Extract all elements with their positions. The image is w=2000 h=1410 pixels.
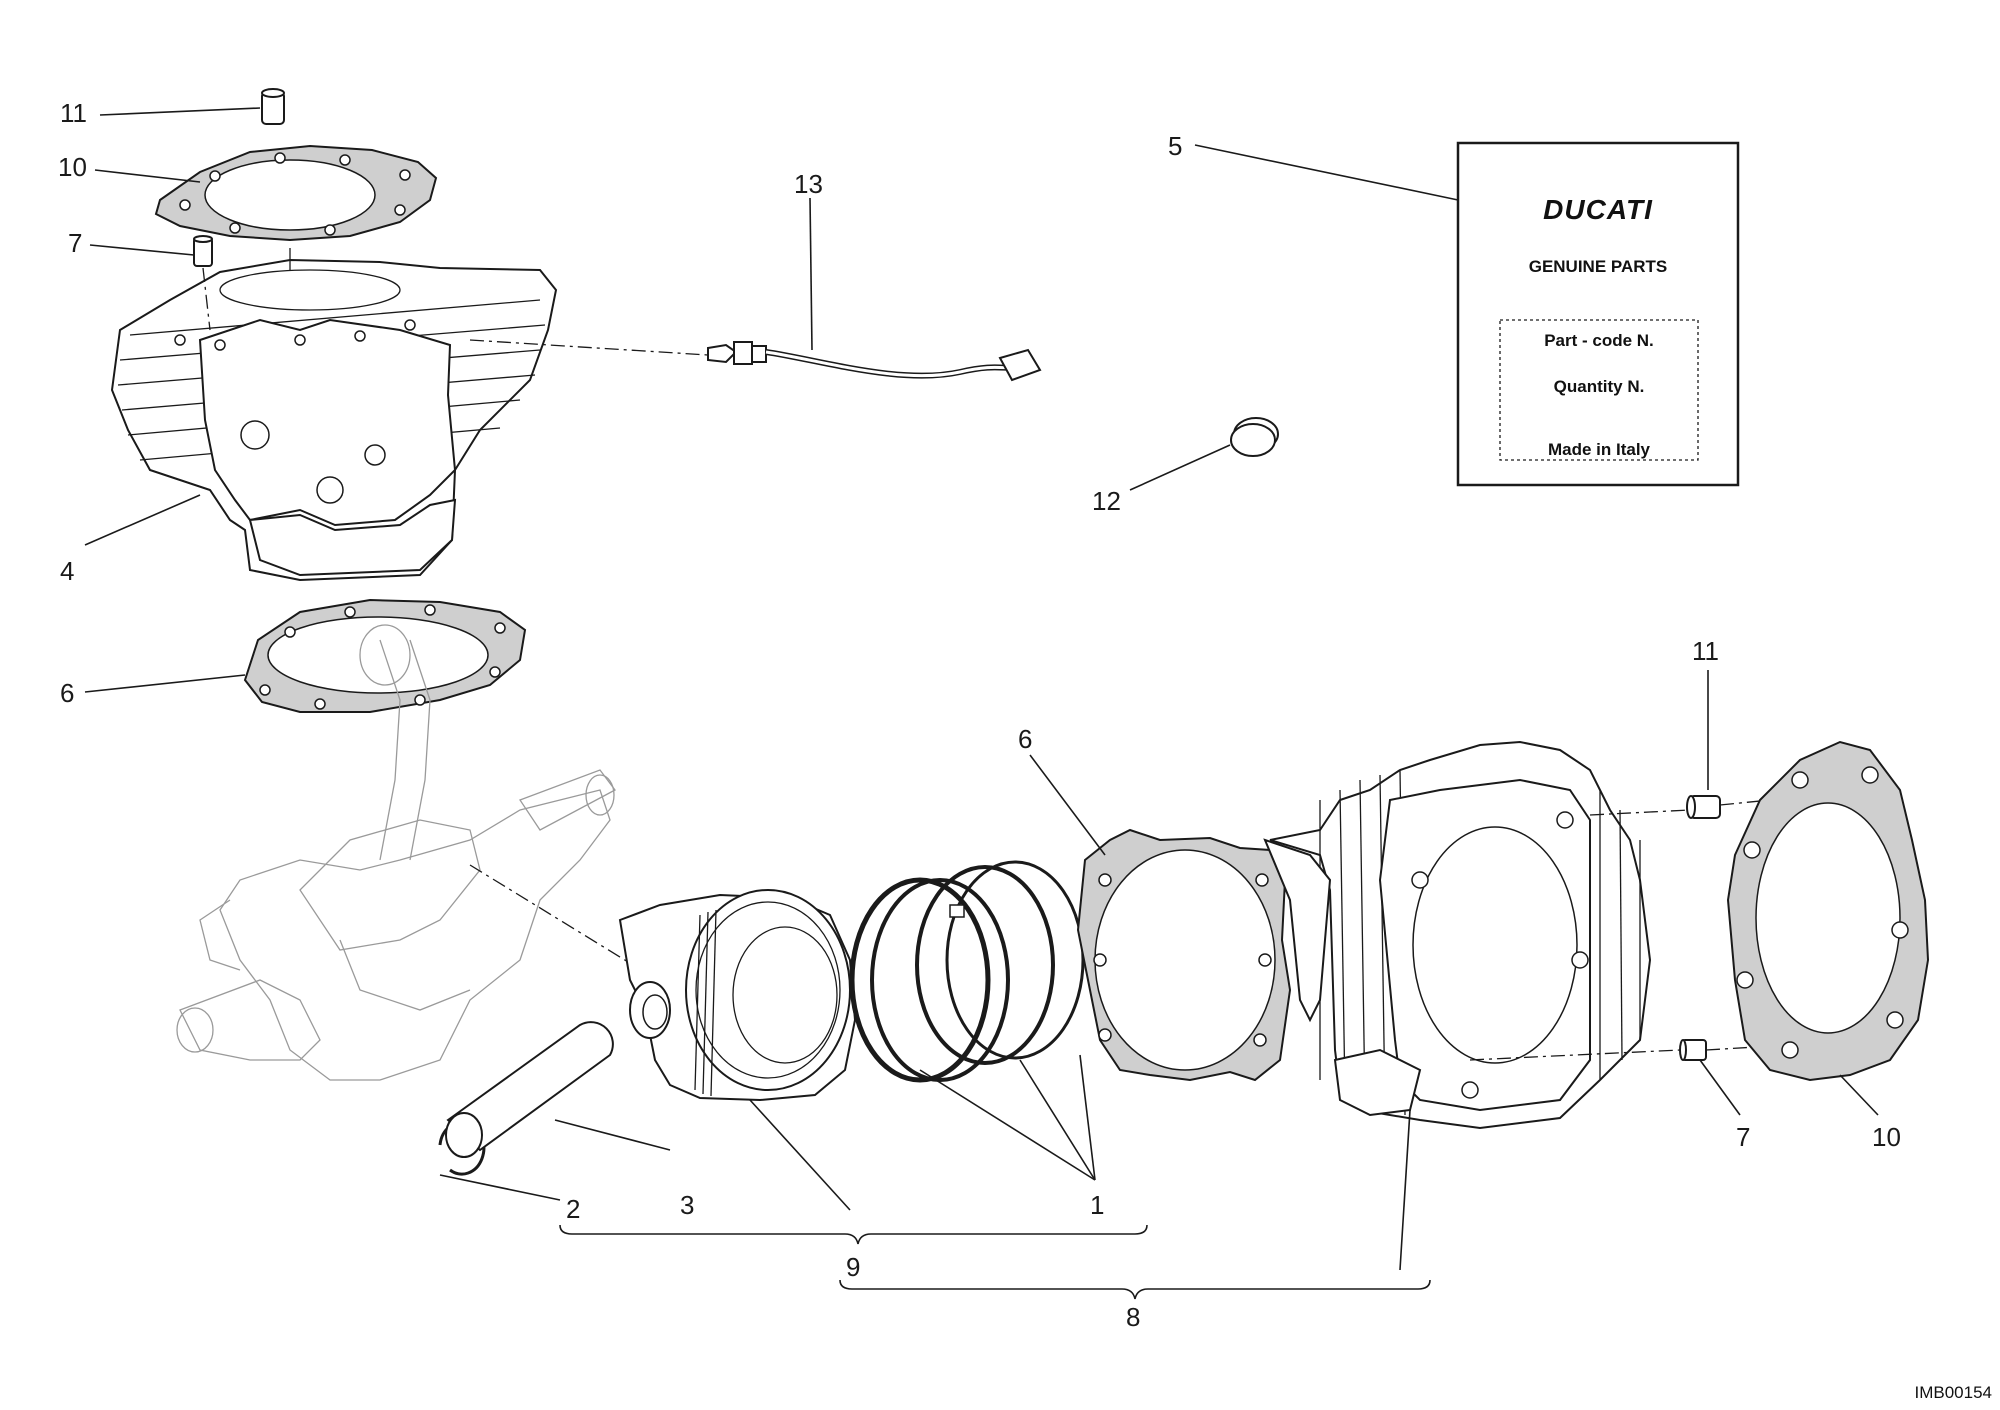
callout-13: 13 bbox=[794, 169, 823, 199]
callout-10-top: 10 bbox=[58, 152, 87, 182]
base-gasket-right bbox=[1076, 828, 1292, 1082]
cylinder-right bbox=[1263, 740, 1652, 1130]
piston-rings bbox=[849, 860, 1085, 1083]
assembly-axis-piston bbox=[469, 864, 691, 1001]
callout-11-right: 11 bbox=[1692, 636, 1719, 666]
callout-5: 5 bbox=[1168, 131, 1182, 161]
temperature-sensor bbox=[707, 341, 1042, 382]
assembly-axis-sensor bbox=[469, 339, 709, 356]
dowel-right-lower bbox=[1679, 1039, 1707, 1061]
tag-heading-text: GENUINE PARTS bbox=[1529, 257, 1668, 276]
dowel-left bbox=[193, 235, 213, 267]
callout-1: 1 bbox=[1090, 1190, 1104, 1220]
bracket-set-8 bbox=[839, 1279, 1431, 1300]
bracket-set-9 bbox=[559, 1224, 1148, 1245]
dowel-top bbox=[261, 88, 285, 125]
callout-6-left: 6 bbox=[60, 678, 74, 708]
tag-quantity-text: Quantity N. bbox=[1554, 377, 1645, 396]
head-gasket-right bbox=[1726, 740, 1930, 1082]
callout-11-top: 11 bbox=[60, 98, 87, 128]
drawing-code: IMB00154 bbox=[1915, 1383, 1993, 1402]
callout-10-right: 10 bbox=[1872, 1122, 1901, 1152]
dowel-right-upper bbox=[1686, 795, 1721, 819]
callout-6-right: 6 bbox=[1018, 724, 1032, 754]
assembly-axis-gasket-upper bbox=[1719, 799, 1771, 806]
piston bbox=[618, 889, 857, 1102]
cylinder-top-left bbox=[110, 248, 558, 582]
crankshaft-reference bbox=[176, 624, 616, 1081]
callout-4: 4 bbox=[60, 556, 74, 586]
plug-cap bbox=[1230, 417, 1279, 457]
tag-origin-text: Made in Italy bbox=[1548, 440, 1651, 459]
callout-7-top: 7 bbox=[68, 228, 82, 258]
callout-8: 8 bbox=[1126, 1302, 1140, 1332]
callout-12: 12 bbox=[1092, 486, 1121, 516]
callout-3: 3 bbox=[680, 1190, 694, 1220]
callout-9: 9 bbox=[846, 1252, 860, 1282]
leader-lines bbox=[84, 107, 1879, 1271]
assembly-axis-upper bbox=[1589, 809, 1691, 816]
genuine-parts-tag: DUCATI GENUINE PARTS Part - code N. Quan… bbox=[1456, 141, 1740, 487]
callout-2: 2 bbox=[566, 1194, 580, 1224]
assembly-axis-lower bbox=[1469, 1049, 1681, 1061]
tag-brand-text: DUCATI bbox=[1543, 194, 1653, 225]
tag-part-code-text: Part - code N. bbox=[1544, 331, 1654, 350]
head-gasket-top bbox=[154, 144, 438, 242]
piston-pin bbox=[445, 1021, 614, 1158]
callout-7-right: 7 bbox=[1736, 1122, 1750, 1152]
